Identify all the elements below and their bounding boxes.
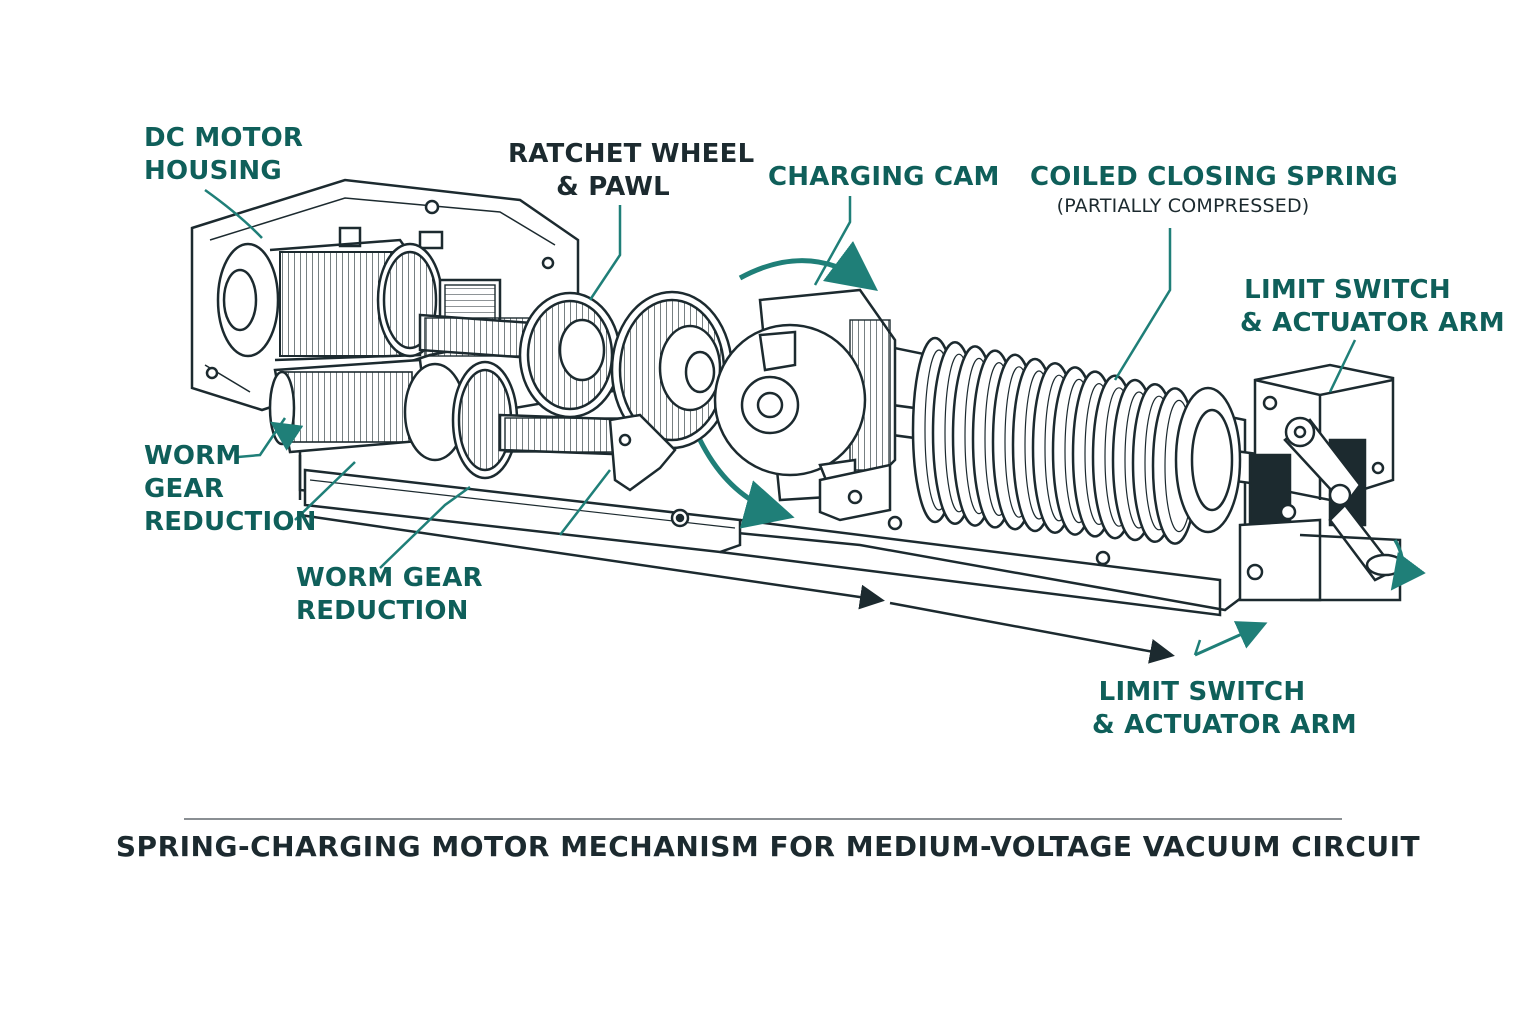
label-worm-gear-left: WORM GEAR REDUCTION [144, 440, 317, 539]
label-dc-motor-housing-line2: HOUSING [144, 156, 282, 186]
figure-caption: SPRING-CHARGING MOTOR MECHANISM FOR MEDI… [115, 830, 1421, 863]
label-worm-mid-line1: WORM GEAR [296, 563, 483, 593]
limit-switch-part [1238, 363, 1405, 602]
label-limit-switch-bottom: LIMIT SWITCH & ACTUATOR ARM [1092, 676, 1357, 742]
label-ratchet-wheel-pawl: RATCHET WHEEL & PAWL [508, 138, 755, 204]
label-coiled-closing-spring: COILED CLOSING SPRING (PARTIALLY COMPRES… [1030, 161, 1398, 218]
label-dc-motor-housing: DC MOTOR HOUSING [144, 122, 303, 188]
label-worm-left-line3: REDUCTION [144, 507, 317, 537]
label-ratchet-line1: RATCHET WHEEL [508, 139, 755, 169]
label-spring-line1: COILED CLOSING SPRING [1030, 162, 1398, 192]
leader-lines [204, 188, 1357, 656]
label-worm-gear-mid: WORM GEAR REDUCTION [296, 562, 483, 628]
motor-housing [190, 178, 580, 412]
leader-worm-left [237, 417, 287, 459]
label-ratchet-line2: & PAWL [556, 172, 670, 202]
leader-cam [813, 196, 852, 286]
caption-divider [184, 818, 1342, 820]
leader-worm-mid [379, 485, 471, 569]
leader-spring [1113, 228, 1172, 381]
leader-dc-motor [204, 188, 263, 239]
leader-limit-bottom [1193, 639, 1202, 656]
leader-worm-left-b [294, 461, 356, 521]
label-limit-bottom-line1: LIMIT SWITCH [1098, 677, 1306, 707]
motion-arrows [270, 241, 1426, 657]
charging-cam-part [713, 288, 897, 522]
label-worm-mid-line2: REDUCTION [296, 596, 469, 626]
label-spring-note: (PARTIALLY COMPRESSED) [1056, 195, 1310, 217]
label-limit-top-line1: LIMIT SWITCH [1244, 275, 1451, 305]
label-limit-switch-top: LIMIT SWITCH & ACTUATOR ARM [1240, 274, 1505, 340]
label-limit-bottom-line2: & ACTUATOR ARM [1092, 710, 1357, 740]
label-worm-left-line1: WORM [144, 441, 242, 471]
label-charging-cam: CHARGING CAM [768, 162, 1000, 192]
label-dc-motor-housing-line1: DC MOTOR [144, 123, 304, 153]
flow-arrow [299, 513, 1175, 664]
leader-worm-mid-b [559, 469, 611, 536]
leader-ratchet [588, 205, 622, 301]
leader-limit-top [1328, 339, 1357, 393]
label-limit-top-line2: & ACTUATOR ARM [1240, 308, 1505, 338]
label-worm-left-line2: GEAR [144, 474, 225, 504]
spring-end-cap [1174, 386, 1242, 534]
closing-spring [911, 336, 1199, 545]
